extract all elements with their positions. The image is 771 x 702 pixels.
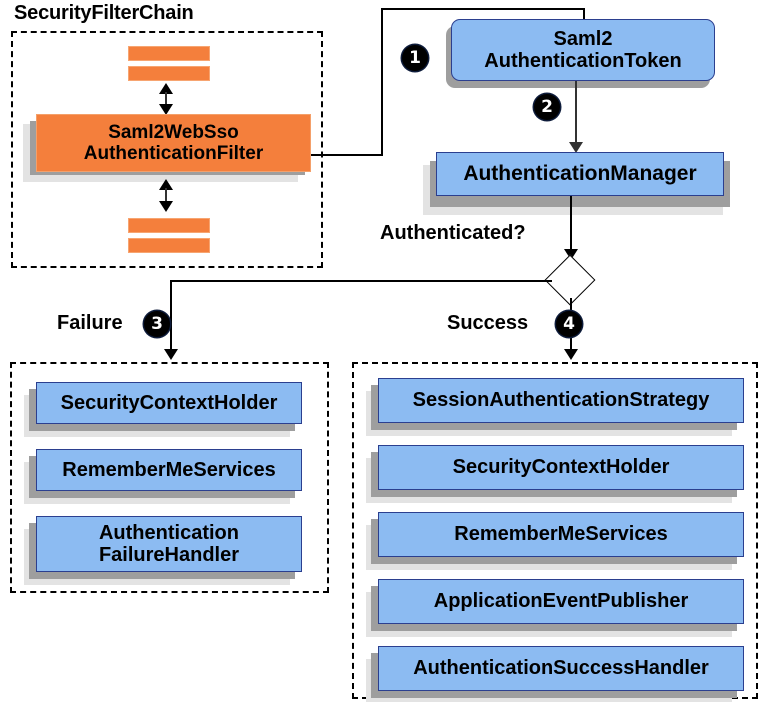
- filter-arrow-bottom-up-head: [159, 179, 173, 190]
- filter-bar-top-2: [128, 66, 210, 81]
- failure-item-remembermeservices[interactable]: RememberMeServices: [36, 449, 302, 491]
- success-item-authenticationsuccesshandler[interactable]: AuthenticationSuccessHandler: [378, 646, 744, 691]
- success-label: Success: [447, 312, 529, 334]
- saml2-websso-authentication-filter[interactable]: Saml2WebSso AuthenticationFilter: [36, 114, 311, 172]
- badge-3: 3: [144, 311, 170, 337]
- badge-4: 4: [556, 311, 582, 337]
- success-item-remembermeservices[interactable]: RememberMeServices: [378, 512, 744, 557]
- connector-decision-to-failure-h: [170, 280, 552, 282]
- badge-2: 2: [534, 94, 560, 120]
- failure-branch-container: [10, 362, 329, 593]
- filter-arrow-bottom-shaft: [165, 188, 167, 204]
- failure-item-authentication-failurehandler[interactable]: Authentication FailureHandler: [36, 516, 302, 572]
- filter-arrow-top-shaft: [165, 92, 167, 107]
- connector-decision-to-failure-v: [170, 280, 172, 357]
- security-filter-chain-title: SecurityFilterChain: [14, 2, 194, 24]
- filter-bar-bottom-2: [128, 238, 210, 253]
- connector-filter-to-token-h2: [381, 8, 585, 10]
- connector-filter-to-token-h1: [311, 154, 383, 156]
- failure-item-securitycontextholder[interactable]: SecurityContextHolder: [36, 382, 302, 424]
- security-filter-chain-container: [11, 31, 323, 268]
- filter-arrow-top-down-head: [159, 104, 173, 115]
- failure-label: Failure: [57, 312, 123, 334]
- connector-manager-to-decision-shaft: [570, 196, 572, 258]
- saml2-authentication-token[interactable]: Saml2 AuthenticationToken: [451, 19, 715, 81]
- connector-token-to-manager-shaft: [575, 81, 577, 146]
- filter-bar-top-1: [128, 46, 210, 61]
- connector-token-to-manager-head: [569, 142, 583, 153]
- connector-failure-arrow-head: [164, 349, 178, 360]
- connector-success-arrow-head: [564, 349, 578, 360]
- authentication-manager[interactable]: AuthenticationManager: [436, 152, 724, 196]
- success-item-securitycontextholder[interactable]: SecurityContextHolder: [378, 445, 744, 490]
- connector-manager-to-decision-head: [564, 249, 578, 260]
- badge-1: 1: [402, 45, 428, 71]
- filter-arrow-top-up-head: [159, 83, 173, 94]
- filter-arrow-bottom-down-head: [159, 201, 173, 212]
- authenticated-question-label: Authenticated?: [380, 222, 526, 244]
- success-item-applicationeventpublisher[interactable]: ApplicationEventPublisher: [378, 579, 744, 624]
- success-item-sessionauthenticationstrategy[interactable]: SessionAuthenticationStrategy: [378, 378, 744, 423]
- connector-filter-to-token-v: [381, 8, 383, 155]
- filter-bar-bottom-1: [128, 218, 210, 233]
